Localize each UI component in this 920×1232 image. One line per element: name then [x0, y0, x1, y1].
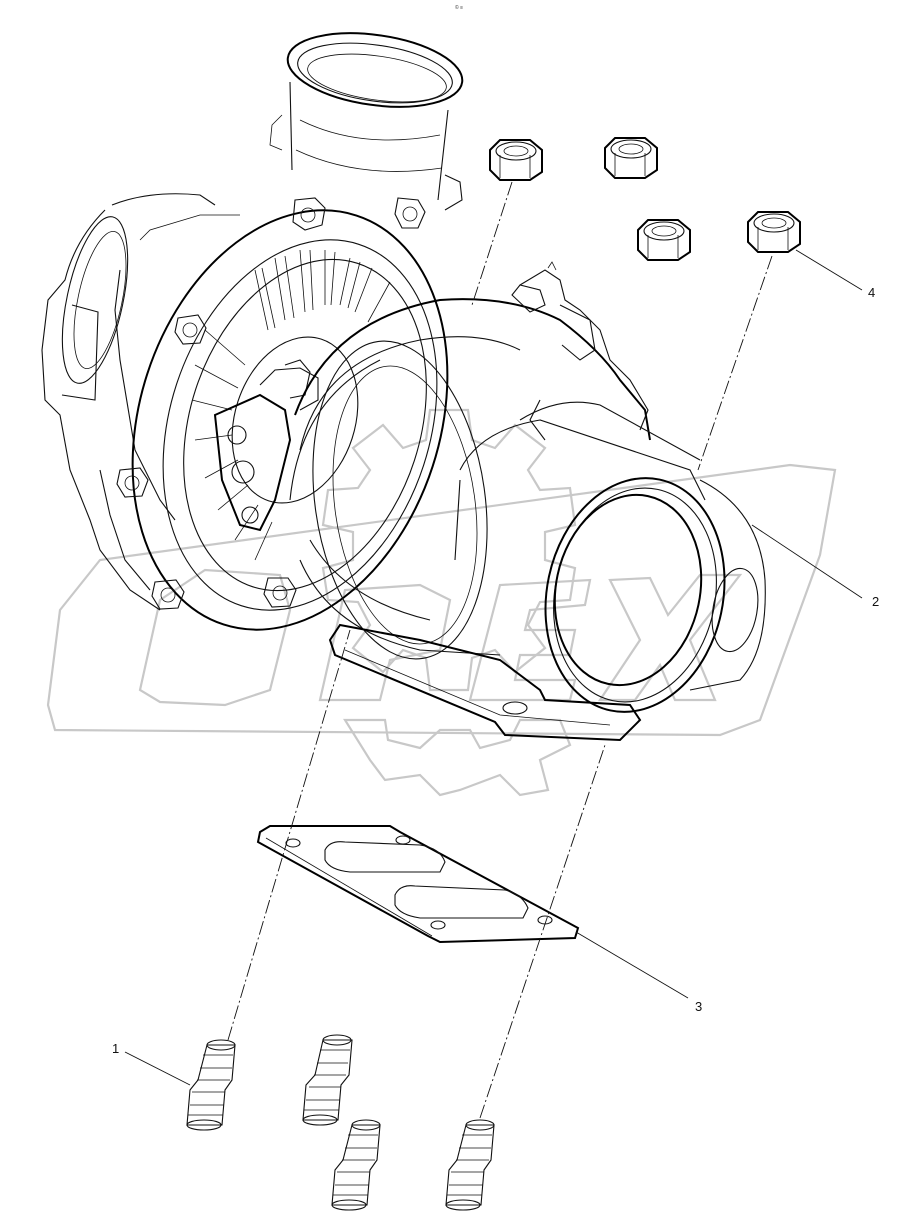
callout-label-2: 2: [872, 594, 879, 609]
callout-label-1: 1: [112, 1041, 119, 1056]
stud-icon: [186, 1039, 236, 1131]
nut-icon: [489, 139, 543, 181]
callout-4: 4: [795, 249, 875, 300]
stud-icon: [331, 1119, 381, 1211]
nut-icon: [604, 137, 658, 179]
compressor-fins: [191, 249, 391, 561]
callout-2: 2: [751, 524, 879, 609]
nut-icon: [637, 219, 691, 261]
nuts: [489, 137, 801, 261]
callout-label-4: 4: [868, 285, 875, 300]
stud-icon: [445, 1119, 495, 1211]
watermark-logo: [46, 408, 837, 797]
assembly-center-lines: [227, 181, 773, 1119]
studs: [186, 1034, 495, 1211]
callout-label-3: 3: [695, 999, 702, 1014]
housing-bolts: [116, 197, 426, 610]
callout-1: 1: [112, 1041, 191, 1086]
stud-icon: [302, 1034, 353, 1126]
nut-icon: [747, 211, 801, 253]
turbocharger-icon: [41, 32, 766, 742]
callout-3: 3: [575, 931, 702, 1014]
sheet-header-code: © ≡: [455, 4, 463, 11]
gasket-icon: [256, 825, 580, 944]
